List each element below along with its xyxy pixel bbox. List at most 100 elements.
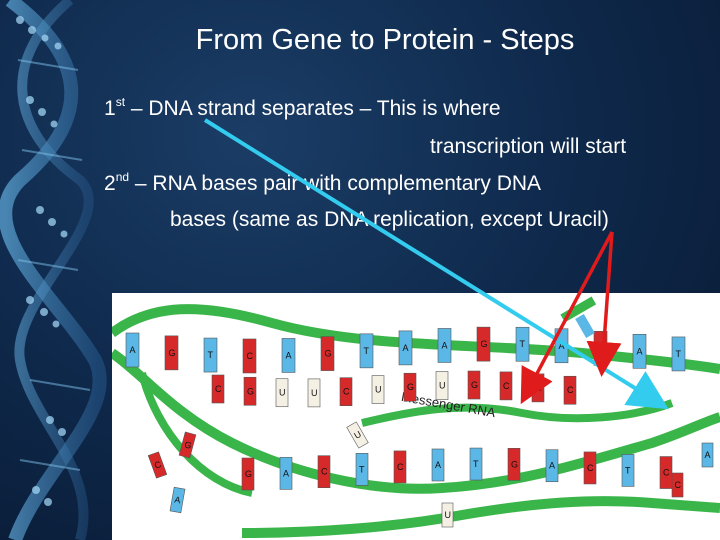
free-base-3-letter: A — [174, 495, 182, 506]
top-base-2: T — [203, 337, 218, 373]
bottom-base-11: C — [659, 456, 673, 489]
mrna-base-11: C — [563, 375, 577, 405]
bottom-base-0: G — [241, 457, 255, 491]
top-base-14-letter: T — [676, 349, 682, 359]
top-base-13: A — [632, 333, 647, 369]
step-1-continuation: transcription will start — [430, 135, 627, 158]
bottom-base-6-letter: T — [473, 459, 479, 469]
mrna-base-6: G — [403, 372, 417, 402]
bottom-base-9-letter: C — [587, 463, 594, 473]
step-1-line: 1st – DNA strand separates – This is whe… — [104, 95, 501, 121]
mrna-base-5: U — [371, 375, 385, 404]
top-base-1-letter: G — [169, 348, 176, 358]
free-base-6-letter: U — [445, 510, 452, 520]
mrna-base-4: C — [339, 377, 353, 407]
free-base-4: C — [671, 472, 684, 498]
top-base-5-letter: G — [325, 349, 332, 359]
bottom-strand-bases: G A C T C A T G A C T C — [241, 447, 673, 491]
top-base-0: A — [125, 332, 140, 368]
top-base-5: G — [320, 336, 335, 371]
top-base-4: A — [281, 338, 296, 373]
top-base-11: A — [554, 328, 569, 364]
mrna-base-7: U — [435, 371, 449, 400]
free-base-4-letter: C — [675, 480, 682, 490]
bottom-base-5-letter: A — [435, 460, 441, 470]
top-base-10: T — [515, 326, 530, 362]
step-2-text: – RNA bases pair with complementary DNA — [134, 172, 542, 195]
dna-template-strand-backbone — [112, 348, 720, 494]
mrna-base-10-letter: G — [535, 383, 542, 393]
bottom-base-1: A — [279, 457, 293, 490]
mrna-base-9-letter: C — [503, 381, 510, 391]
top-base-2-letter: T — [208, 350, 214, 360]
dna-helix-background-decoration — [0, 0, 107, 540]
mrna-base-9: C — [499, 371, 513, 401]
bottom-base-6: T — [469, 447, 483, 481]
free-base-3: A — [169, 486, 186, 514]
slide-title: From Gene to Protein - Steps — [195, 24, 575, 56]
mrna-base-2-letter: U — [279, 388, 286, 398]
mrna-backbone — [361, 399, 674, 427]
top-base-7: A — [398, 330, 413, 366]
top-base-3-letter: C — [247, 351, 254, 361]
free-base-2-letter: U — [352, 429, 363, 441]
top-base-10-letter: T — [520, 339, 526, 349]
mrna-base-6-letter: G — [407, 382, 414, 392]
bottom-base-3: T — [355, 453, 369, 486]
free-base-2: U — [346, 421, 369, 449]
bottom-base-11-letter: C — [663, 468, 670, 478]
free-base-6: U — [441, 502, 454, 528]
free-base-1-letter: G — [183, 439, 192, 450]
step-1-ordinal-suffix: st — [115, 95, 126, 109]
step-2-line: 2nd – RNA bases pair with complementary … — [104, 170, 542, 196]
top-base-11-letter: A — [559, 341, 565, 351]
top-base-7-letter: A — [403, 343, 409, 353]
bottom-base-3-letter: T — [359, 464, 365, 474]
top-base-6: T — [359, 333, 374, 369]
mrna-base-1: G — [243, 376, 257, 406]
dna-top-strand-backbone — [112, 304, 720, 374]
step-2-ordinal-suffix: nd — [115, 170, 130, 184]
mrna-base-3: U — [307, 378, 321, 408]
mrna-base-2: U — [275, 378, 289, 408]
top-base-9: G — [476, 326, 491, 362]
mrna-base-0-letter: C — [215, 384, 222, 394]
top-base-13-letter: A — [637, 346, 643, 356]
bottom-base-7: G — [507, 448, 521, 481]
top-base-1: G — [164, 335, 179, 371]
step-2-ordinal-number: 2 — [104, 172, 116, 195]
bottom-base-5: A — [431, 448, 445, 482]
bottom-base-4-letter: C — [397, 462, 404, 472]
top-base-8: A — [437, 328, 452, 363]
top-base-8-letter: A — [442, 340, 448, 350]
mrna-base-10: G — [531, 373, 545, 403]
top-base-12-letter: C — [598, 343, 605, 353]
top-base-12: C — [593, 331, 608, 366]
bottom-base-10: T — [621, 454, 635, 487]
mrna-base-8: G — [467, 370, 481, 400]
bottom-base-2: C — [317, 455, 331, 489]
step-1-ordinal-number: 1 — [104, 97, 116, 120]
bottom-base-0-letter: G — [245, 469, 252, 479]
free-base-0-letter: C — [153, 459, 163, 471]
top-base-9-letter: G — [481, 339, 488, 349]
bottom-base-9: C — [583, 451, 597, 485]
free-nucleotides: C G U A C A U — [147, 421, 714, 528]
bottom-base-8-letter: A — [549, 461, 555, 471]
bottom-base-1-letter: A — [283, 468, 289, 478]
top-base-4-letter: A — [286, 350, 292, 360]
mrna-base-0: C — [211, 374, 225, 404]
free-base-5-letter: A — [705, 450, 711, 460]
step-2-continuation: bases (same as DNA replication, except U… — [170, 208, 609, 231]
bottom-base-8: A — [545, 449, 559, 483]
mrna-base-7-letter: U — [439, 381, 446, 391]
bottom-base-2-letter: C — [321, 467, 328, 477]
mrna-base-4-letter: C — [343, 387, 350, 397]
mrna-base-1-letter: G — [247, 386, 254, 396]
dna-bottom-strand-backbone — [241, 496, 720, 538]
bottom-base-7-letter: G — [511, 459, 518, 469]
